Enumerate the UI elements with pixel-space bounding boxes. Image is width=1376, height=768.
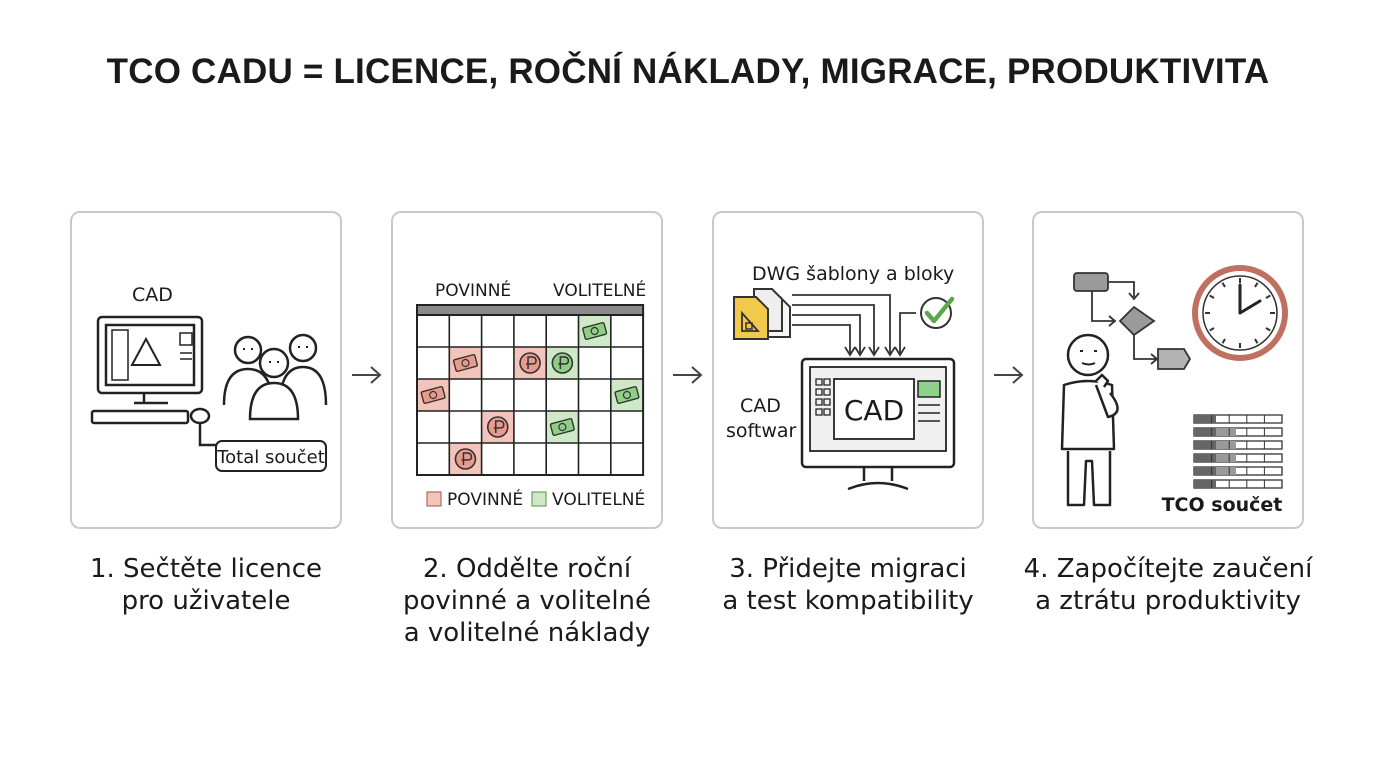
step-1-panel: CAD Total součet [70, 211, 342, 529]
money-icon [452, 353, 478, 373]
step-1-illustration: CAD Total součet [90, 284, 328, 472]
step-4-illustration: TCO součet [1060, 265, 1288, 516]
step-3-caption-line: 3. Přidejte migraci [729, 554, 967, 584]
column-label-optional: VOLITELNÉ [553, 279, 646, 301]
checkmark-icon [920, 296, 955, 329]
arrow-right-icon [352, 366, 382, 384]
arrow-right-icon [994, 366, 1024, 384]
thinking-person-icon [1060, 333, 1119, 507]
cad-label: CAD [132, 284, 173, 306]
software-label-line-2: softwar [726, 420, 797, 442]
calendar-grid-icon [416, 304, 645, 476]
coin-icon [486, 416, 509, 438]
legend-swatch-mandatory [426, 491, 442, 507]
computer-icon [90, 315, 204, 425]
users-icon [222, 333, 328, 421]
step-3-panel: DWG šablony a bloky CAD softwar [712, 211, 984, 529]
step-3-caption-line: a test kompatibility [722, 586, 974, 616]
monitor-icon [800, 357, 956, 491]
step-1-caption: 1. Sečtěte licence pro uživatele [56, 553, 356, 617]
files-label: DWG šablony a bloky [752, 263, 954, 285]
flowchart-icon [1073, 272, 1192, 370]
screen-label: CAD [844, 394, 904, 427]
document-stack-icon [733, 288, 791, 340]
step-2-illustration: POVINNÉ VOLITELNÉ POVINNÉ VOLITELNÉ [416, 279, 646, 510]
money-icon [582, 321, 608, 341]
sum-label: TCO součet [1162, 494, 1283, 516]
legend-swatch-optional [531, 491, 547, 507]
step-2-caption-line: povinné a volitelné [402, 586, 652, 616]
step-4-caption-line: a ztrátu produktivity [1035, 586, 1301, 616]
step-3-caption: 3. Přidejte migraci a test kompatibility [698, 553, 998, 617]
table-icon [1193, 414, 1283, 489]
step-2-caption: 2. Oddělte roční povinné a volitelné a v… [377, 553, 677, 649]
step-2-caption-line: 2. Oddělte roční [422, 554, 632, 584]
total-label: Total součet [216, 447, 325, 468]
step-2-panel: POVINNÉ VOLITELNÉ POVINNÉ VOLITELNÉ [391, 211, 663, 529]
step-1-caption-line: 1. Sečtěte licence [89, 554, 323, 584]
legend-label-optional: VOLITELNÉ [552, 488, 645, 510]
flow-arrows [792, 294, 916, 357]
mouse-icon [189, 407, 218, 447]
step-3-illustration: DWG šablony a bloky CAD softwar [726, 263, 956, 491]
arrow-right-icon [673, 366, 703, 384]
step-4-panel: TCO součet [1032, 211, 1304, 529]
page-title: TCO CADU = LICENCE, ROČNÍ NÁKLADY, MIGRA… [106, 52, 1270, 91]
coin-icon [454, 448, 477, 470]
step-2-caption-line: a volitelné náklady [403, 618, 651, 648]
step-1-caption-line: pro uživatele [121, 586, 291, 616]
money-icon [614, 385, 640, 405]
money-icon [420, 385, 446, 405]
step-4-caption: 4. Započítejte zaučení a ztrátu produkti… [1018, 553, 1318, 617]
column-label-mandatory: POVINNÉ [435, 279, 511, 301]
money-icon [549, 417, 575, 437]
clock-icon [1192, 265, 1288, 361]
coin-icon [551, 352, 574, 374]
software-label-line-1: CAD [740, 395, 781, 417]
step-4-caption-line: 4. Započítejte zaučení [1023, 554, 1313, 584]
legend-label-mandatory: POVINNÉ [447, 488, 523, 510]
coin-icon [519, 352, 541, 374]
